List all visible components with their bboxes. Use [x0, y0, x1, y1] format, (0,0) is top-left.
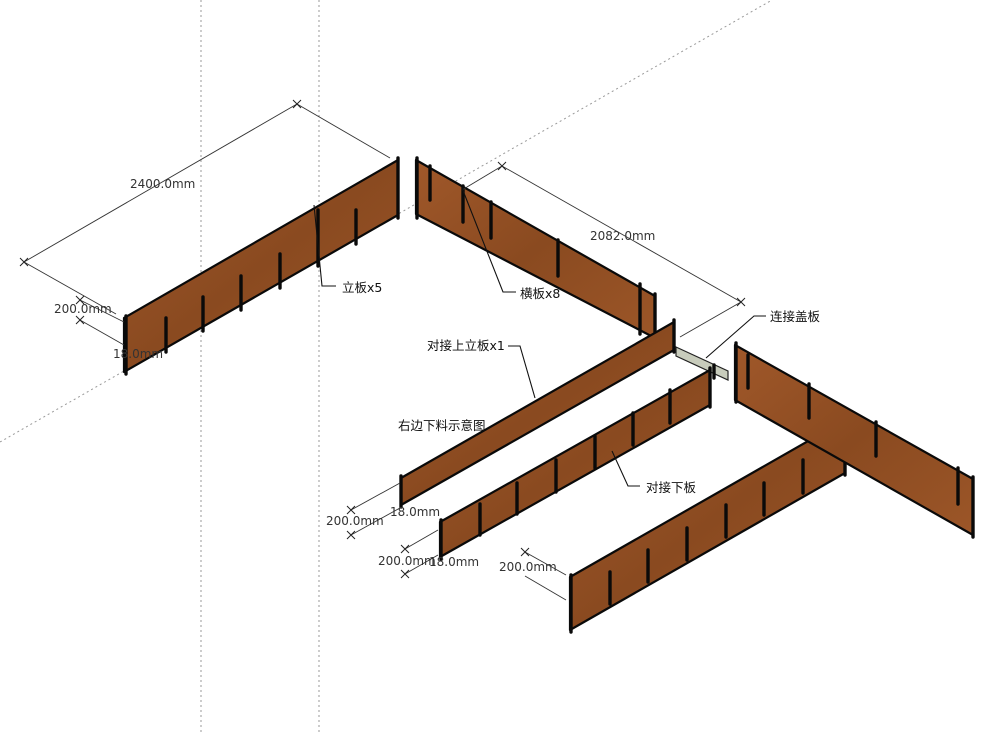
- panel-joint-lower: [438, 366, 712, 561]
- extension-line: [404, 529, 439, 550]
- dimension-text-200-front: 200.0mm: [499, 560, 557, 574]
- callout-vertical-board: 立板x5: [313, 204, 382, 295]
- dimension-2082: 2082.0mm: [461, 161, 746, 338]
- dimension-ticks: [19, 99, 302, 267]
- extension-line: [79, 319, 125, 346]
- dimension-text-2082: 2082.0mm: [590, 229, 655, 243]
- label-joint-upper-vertical: 对接上立板x1: [427, 338, 505, 353]
- dimension-text-18-low: 18.0mm: [429, 555, 479, 569]
- label-joint-lower: 对接下板: [646, 480, 697, 495]
- callout-cover-plate: 连接盖板: [705, 309, 821, 359]
- extension-line: [524, 551, 567, 576]
- dimension-front-height: 200.0mm: [499, 547, 567, 601]
- connecting-cover-plate: [675, 346, 729, 381]
- extension-line: [350, 507, 401, 536]
- dimension-line: [23, 103, 298, 263]
- dimension-ticks: [346, 505, 356, 540]
- panel-right-side-board: [733, 341, 975, 539]
- dimension-line: [501, 165, 742, 303]
- dimension-2400: 2400.0mm: [19, 99, 391, 315]
- callout-horizontal-board: 横板x8: [461, 187, 560, 301]
- dimension-text-2400: 2400.0mm: [130, 177, 195, 191]
- dimension-ticks: [75, 295, 85, 325]
- dimension-text-18-mid: 18.0mm: [390, 505, 440, 519]
- panel-joint-upper-vertical: [399, 318, 676, 509]
- leader-line: [461, 187, 516, 293]
- leader-line: [705, 315, 766, 359]
- label-cover-plate: 连接盖板: [770, 309, 821, 324]
- dimension-ticks: [400, 544, 410, 579]
- dimension-ticks: [497, 161, 746, 307]
- diagonal-guide: [0, 0, 773, 443]
- dimension-text-200-mid: 200.0mm: [326, 514, 384, 528]
- extension-line: [350, 482, 401, 511]
- extension-line: [404, 554, 439, 575]
- leader-line: [508, 345, 536, 399]
- label-right-side-cut: 右边下料示意图: [398, 418, 486, 433]
- dimension-text-200-left: 200.0mm: [54, 302, 112, 316]
- extension-line: [679, 301, 742, 338]
- panel-face: [414, 158, 657, 340]
- extension-line: [296, 103, 391, 159]
- callout-joint-lower: 对接下板: [611, 450, 697, 495]
- panel-vertical-board: [122, 156, 400, 376]
- extension-line: [79, 299, 125, 323]
- panel-front-board: [568, 416, 847, 634]
- callout-joint-upper-vertical: 对接上立板x1: [427, 338, 536, 399]
- dimension-left-height: 200.0mm 18.0mm: [54, 295, 163, 361]
- dimension-ticks: [520, 547, 530, 557]
- label-vertical-board: 立板x5: [342, 280, 382, 295]
- leader-line: [313, 204, 336, 287]
- leader-line: [611, 450, 640, 487]
- dimension-low-height: 200.0mm 18.0mm: [378, 529, 479, 579]
- dimension-mid-height: 200.0mm 18.0mm: [326, 482, 440, 540]
- extension-line: [461, 165, 503, 191]
- dimension-text-200-low: 200.0mm: [378, 554, 436, 568]
- dimension-text-18-left: 18.0mm: [113, 347, 163, 361]
- extension-line: [524, 575, 567, 601]
- label-horizontal-board: 横板x8: [520, 286, 560, 301]
- construction-guides: [0, 0, 773, 735]
- extension-line: [23, 261, 117, 315]
